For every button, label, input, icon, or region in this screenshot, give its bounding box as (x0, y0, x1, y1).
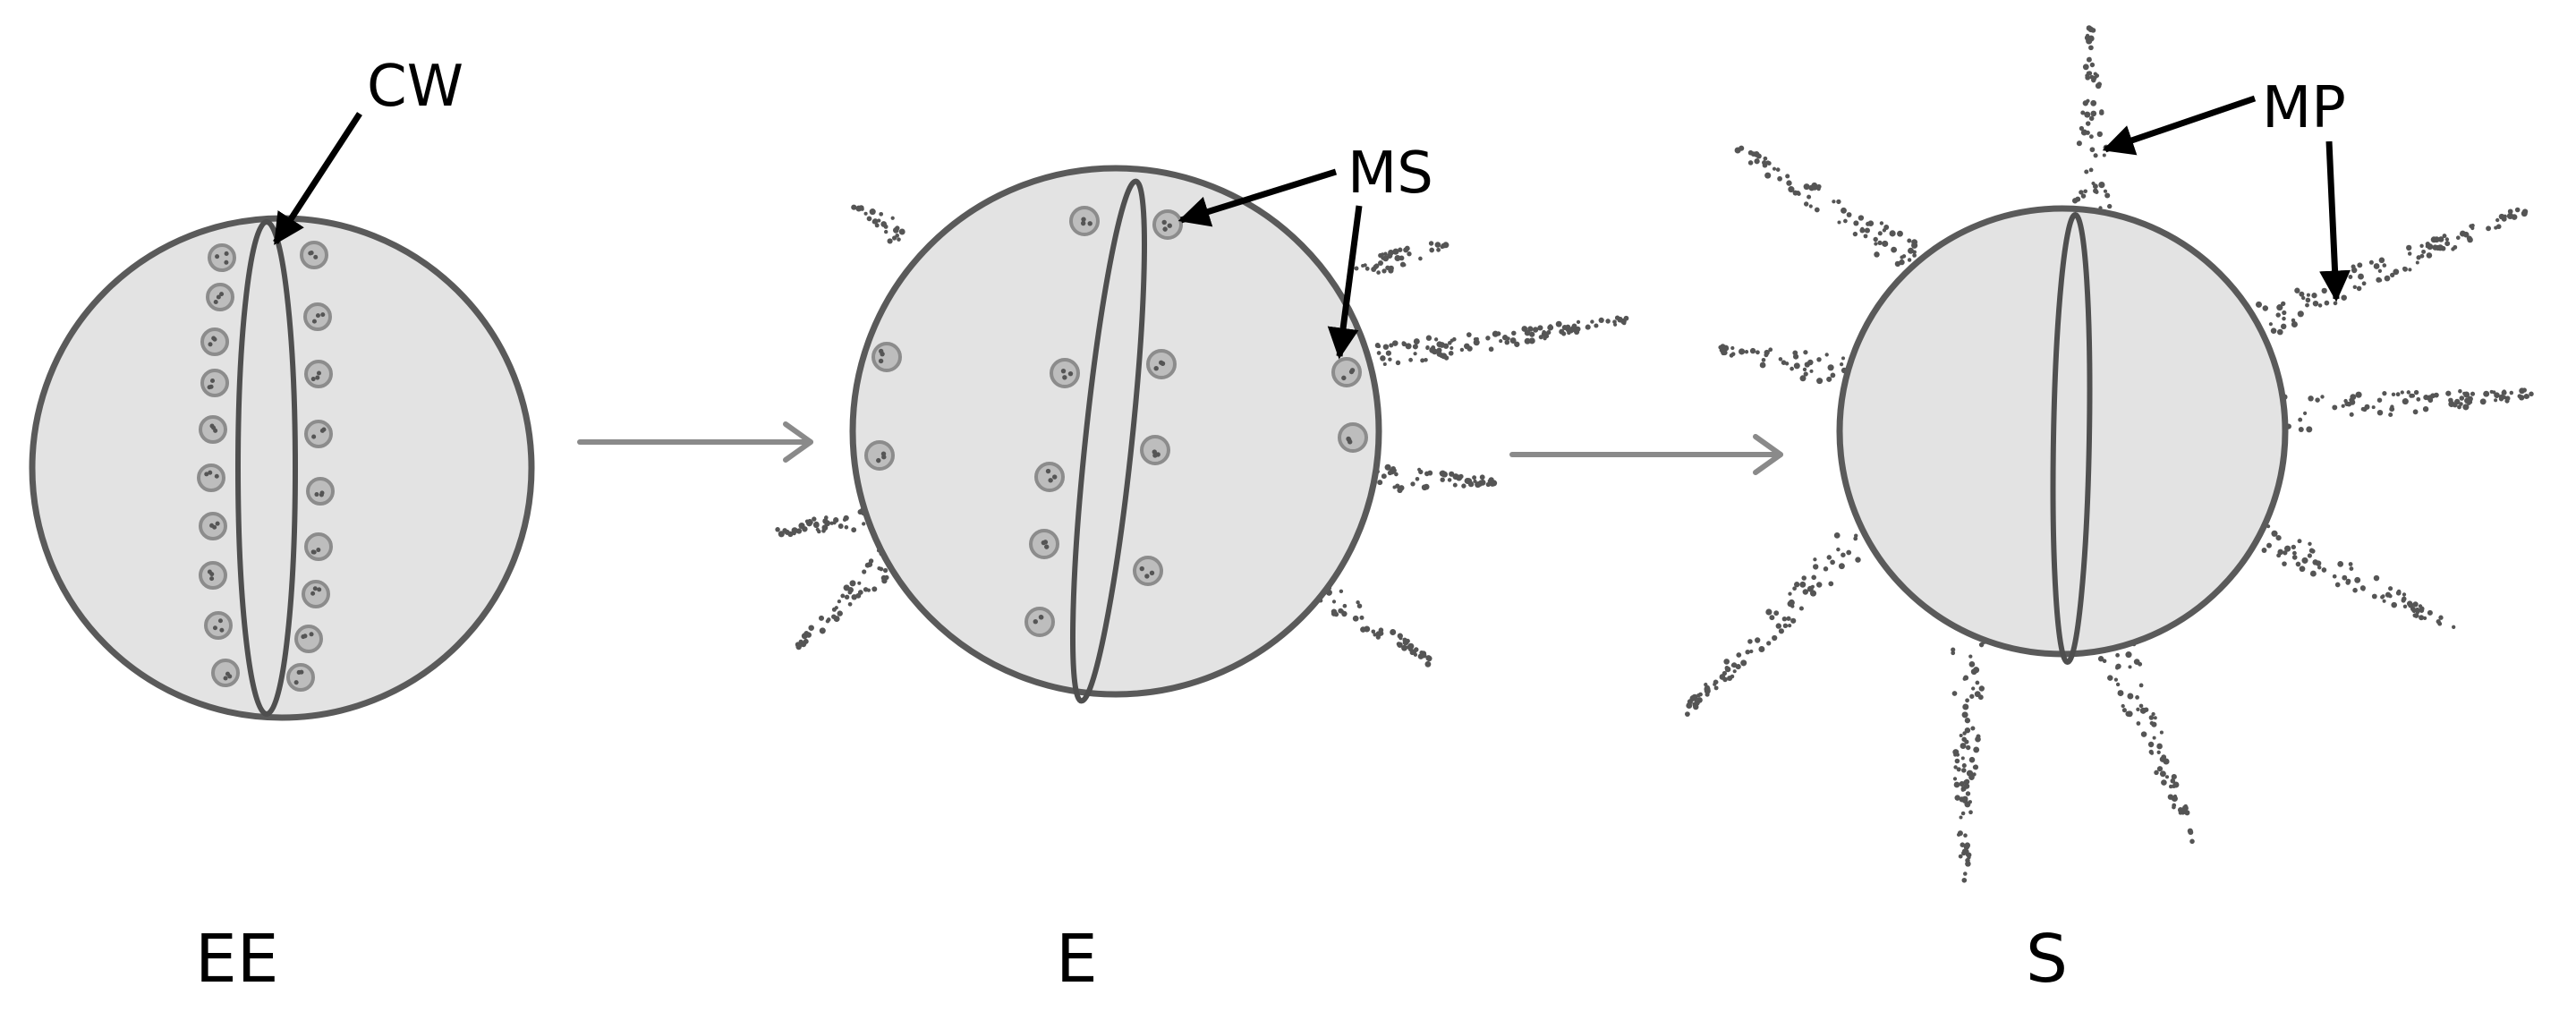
vesicle (871, 342, 902, 372)
stage-label-s: S (2026, 921, 2068, 998)
callout-arrow-ms-2 (1327, 205, 1363, 360)
vesicle (200, 369, 229, 397)
vesicle (1146, 349, 1177, 379)
projection (2261, 524, 2456, 629)
projection (795, 548, 900, 651)
callout-mp: MP (2102, 75, 2351, 302)
callout-arrow-mp-2 (2319, 140, 2351, 302)
flow-arrow-1 (577, 421, 813, 463)
callout-arrow-mp-1 (2102, 95, 2257, 156)
vesicle (1034, 462, 1065, 492)
flow-arrow-2 (1509, 434, 1783, 475)
vesicle (1024, 607, 1055, 637)
projection (1734, 145, 1918, 268)
projection (2097, 642, 2195, 845)
vesicle (304, 420, 333, 448)
vesicle (204, 611, 233, 640)
vesicle (302, 580, 330, 608)
stage-label-ee: EE (195, 921, 279, 998)
callout-label-mp: MP (2262, 75, 2346, 141)
vesicle (1140, 435, 1170, 465)
vesicle (300, 241, 328, 269)
projection-group-s (1685, 25, 2534, 883)
vesicle (206, 283, 234, 311)
vesicle (1338, 422, 1368, 453)
vesicle (286, 663, 315, 692)
cleavage-wall-ee (235, 219, 298, 717)
callout-arrow-cw (273, 112, 362, 245)
projection-group-e (775, 204, 1629, 668)
projection (1354, 241, 1450, 275)
projection (1318, 585, 1433, 668)
vesicle (864, 440, 895, 471)
projection (1685, 532, 1861, 717)
vesicle (208, 243, 236, 272)
projection (1374, 315, 1629, 367)
projection (851, 204, 905, 244)
vesicle (294, 625, 323, 653)
vesicle (1069, 206, 1100, 236)
callout-arrow-ms-1 (1177, 168, 1338, 227)
projection (2255, 207, 2529, 336)
vesicle (306, 477, 335, 506)
stage-ee (29, 215, 535, 721)
callout-ms: MS (1177, 140, 1433, 360)
vesicle (1133, 556, 1163, 586)
vesicle (1331, 357, 1362, 387)
vesicle (199, 561, 227, 590)
projection (2071, 25, 2113, 210)
stage-e (775, 165, 1629, 704)
vesicle-group-ee (197, 241, 335, 692)
vesicle (200, 327, 229, 356)
stage-s (1685, 25, 2534, 883)
projection (2282, 387, 2534, 434)
cell-e (849, 165, 1382, 698)
vesicle-group-e (864, 206, 1368, 637)
vesicle (1029, 529, 1059, 559)
callout-cw: CW (273, 54, 463, 245)
cleavage-wall-s (2050, 212, 2093, 665)
projection (1951, 638, 1988, 883)
projection (1370, 463, 1498, 494)
callout-label-ms: MS (1348, 140, 1433, 207)
callout-label-cw: CW (367, 54, 463, 120)
cleavage-wall-e (1069, 178, 1148, 704)
projection (1718, 344, 1859, 394)
vesicle (304, 360, 333, 388)
vesicle (197, 463, 225, 492)
vesicle (1152, 209, 1183, 240)
vesicle (303, 302, 332, 331)
cell-ee (29, 215, 535, 721)
vesicle (199, 415, 227, 444)
vesicle (304, 532, 333, 561)
vesicle (211, 659, 240, 687)
stage-label-e: E (1056, 921, 1098, 998)
projection (775, 507, 875, 538)
vesicle (1050, 358, 1080, 388)
vesicle (199, 512, 227, 540)
